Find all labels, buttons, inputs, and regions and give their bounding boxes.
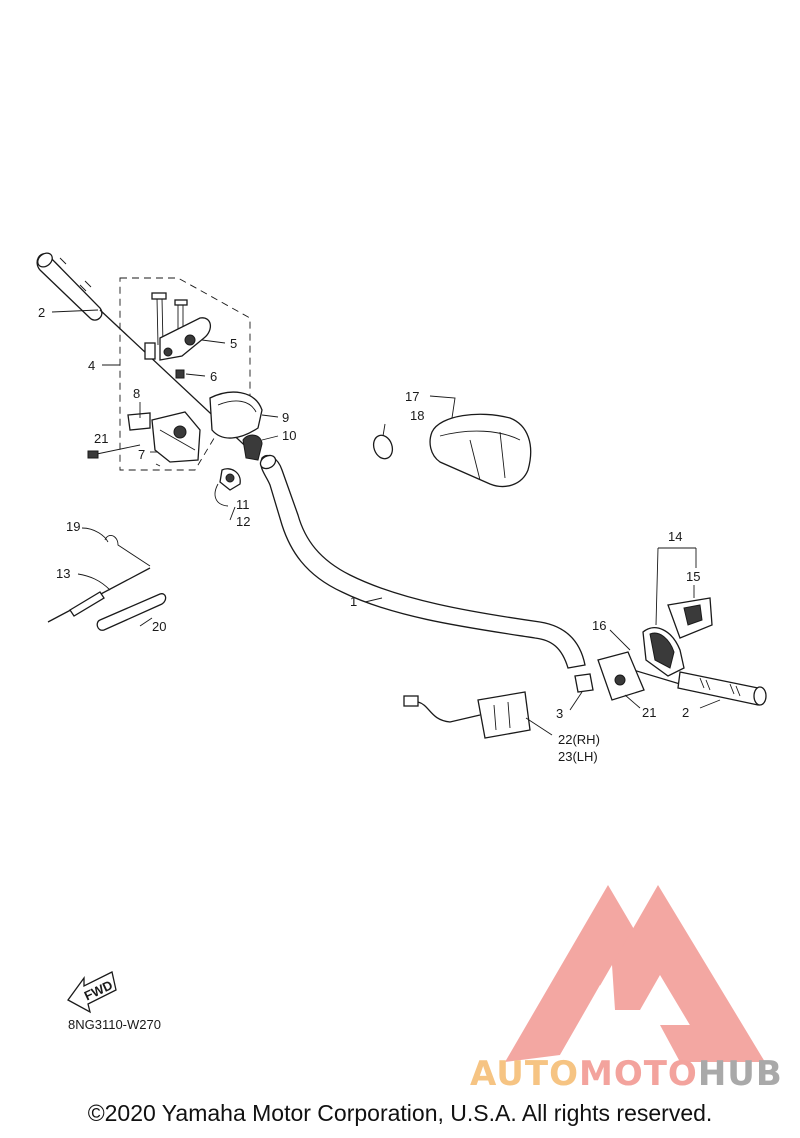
plate-8 bbox=[127, 412, 151, 431]
left-grip bbox=[36, 252, 103, 321]
callout-10: 10 bbox=[282, 428, 296, 443]
callout-7: 7 bbox=[138, 447, 145, 462]
screw-21-left bbox=[91, 444, 141, 456]
watermark-logo bbox=[505, 885, 765, 1062]
screw-6 bbox=[175, 369, 185, 379]
callout-1: 1 bbox=[350, 594, 357, 609]
pad-cover-17 bbox=[429, 413, 532, 488]
handlebar bbox=[259, 454, 586, 669]
callout-21-right: 21 bbox=[642, 705, 656, 720]
callout-6: 6 bbox=[210, 369, 217, 384]
callout-12: 12 bbox=[236, 514, 250, 529]
watermark-text: AUTOMOTOHUB bbox=[470, 1054, 783, 1094]
callout-15: 15 bbox=[686, 569, 700, 584]
callout-20: 20 bbox=[152, 619, 166, 634]
callout-23: 23(LH) bbox=[558, 749, 598, 764]
callout-16: 16 bbox=[592, 618, 606, 633]
callout-labels: 2 4 5 6 8 21 7 9 10 11 12 17 18 19 13 20… bbox=[38, 305, 700, 764]
callout-2-left: 2 bbox=[38, 305, 45, 320]
callout-13: 13 bbox=[56, 566, 70, 581]
end-cap-3 bbox=[574, 673, 594, 693]
callout-4: 4 bbox=[88, 358, 95, 373]
callout-17: 17 bbox=[405, 389, 419, 404]
right-grip bbox=[677, 671, 767, 706]
right-switch-housing bbox=[597, 627, 685, 701]
throttle-cable bbox=[47, 534, 151, 623]
callout-11: 11 bbox=[236, 497, 250, 512]
copyright-notice: ©2020 Yamaha Motor Corporation, U.S.A. A… bbox=[87, 1100, 713, 1126]
callout-22: 22(RH) bbox=[558, 732, 600, 747]
housing-cover bbox=[209, 391, 263, 439]
leader-lines bbox=[51, 309, 721, 736]
watermark-moto: MOTO bbox=[578, 1054, 698, 1094]
band-18 bbox=[372, 434, 394, 460]
callout-8: 8 bbox=[133, 386, 140, 401]
wire-harness bbox=[403, 691, 531, 739]
callout-21-left: 21 bbox=[94, 431, 108, 446]
callout-14: 14 bbox=[668, 529, 682, 544]
callout-9: 9 bbox=[282, 410, 289, 425]
switch-15 bbox=[667, 597, 713, 639]
callout-18: 18 bbox=[410, 408, 424, 423]
lower-housing bbox=[151, 411, 201, 467]
diagram-code: 8NG3110-W270 bbox=[68, 1017, 161, 1032]
watermark-hub: HUB bbox=[697, 1054, 783, 1094]
callout-2-right: 2 bbox=[682, 705, 689, 720]
callout-5: 5 bbox=[230, 336, 237, 351]
tube-20 bbox=[96, 593, 167, 631]
fwd-arrow-icon: FWD bbox=[67, 971, 117, 1014]
callout-19: 19 bbox=[66, 519, 80, 534]
callout-3: 3 bbox=[556, 706, 563, 721]
upper-clamp bbox=[159, 317, 211, 361]
watermark-auto: AUTO bbox=[470, 1054, 579, 1094]
cap-10 bbox=[242, 434, 263, 461]
switch-11 bbox=[219, 468, 241, 491]
